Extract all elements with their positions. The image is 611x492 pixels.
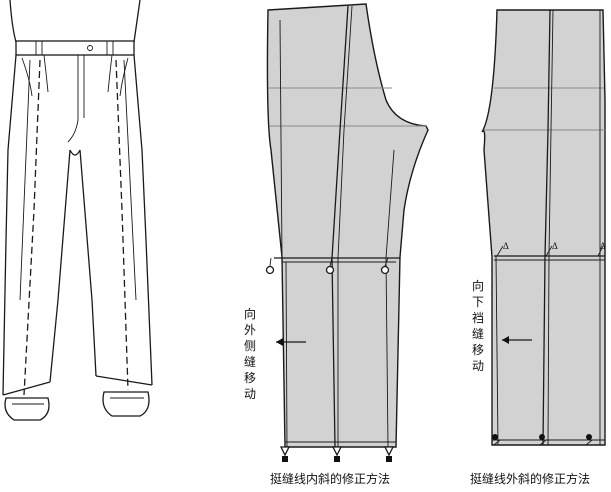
left-side-seam-detail: [19, 59, 31, 301]
knee-marker-left-icon: [265, 265, 275, 275]
inseam-guide: [385, 149, 395, 448]
knee-marker-right-stem: [384, 257, 389, 267]
hem-square-center-icon: [334, 456, 340, 462]
delta-tick-left: [496, 245, 504, 257]
crease-line-original: [331, 5, 349, 448]
crease-line-right: [542, 9, 551, 446]
pattern-front-panel: [265, 3, 429, 462]
front-panel-shape: [266, 3, 429, 448]
inseam-right-guide: [495, 255, 499, 446]
right-shoe: [102, 391, 150, 417]
right-side-seam-detail: [123, 59, 137, 301]
left-annotation-char: 外: [244, 323, 256, 337]
right-leg-outer: [133, 54, 153, 386]
right-annotation-char: 向: [472, 278, 484, 293]
delta-tick-center: [545, 245, 553, 257]
shift-arrow-left-head-icon: [276, 338, 283, 346]
waist-button-icon: [87, 45, 93, 51]
hem-tick-left: [493, 439, 501, 446]
left-leg-outer: [2, 54, 17, 396]
hem-dot-center-icon: [539, 434, 545, 440]
delta-label-left: Δ: [503, 241, 509, 251]
hem-dot-left-icon: [492, 434, 498, 440]
pattern-back-panel: Δ Δ Δ: [481, 9, 606, 446]
hem-marker-right-icon: [383, 446, 395, 457]
knee-marker-left-stem: [269, 257, 272, 267]
right-annotation-char: 移: [472, 343, 484, 357]
left-annotation-char: 向: [244, 306, 256, 321]
knee-marker-center-stem: [329, 257, 333, 267]
hem-marker-left-icon: [279, 446, 291, 457]
trousers-illustration: [2, 0, 153, 421]
crease-line-right-offset: [547, 9, 554, 446]
side-seam-lower: [285, 261, 288, 448]
shift-arrow-right-head-icon: [502, 336, 509, 344]
waistband: [15, 40, 135, 56]
right-hem: [95, 375, 153, 386]
hem-square-right-icon: [386, 456, 392, 462]
right-annotation-char: 裆: [472, 311, 484, 325]
left-crease-dashed: [23, 59, 41, 396]
pleat-left: [43, 54, 49, 93]
crease-line-offset: [337, 5, 353, 447]
right-arrow-annotation: 向 下 裆 缝 移 动: [472, 278, 484, 373]
knee-marker-center-icon: [325, 265, 335, 275]
left-arrow-annotation: 向 外 侧 缝 移 动: [244, 306, 256, 401]
fly-line: [67, 55, 79, 143]
hem-dot-right-icon: [586, 434, 592, 440]
right-annotation-char: 动: [472, 359, 484, 373]
caption-outward-crease: 挺缝线外斜的修正方法: [470, 471, 590, 486]
pleat-right: [107, 54, 113, 93]
delta-tick-right: [597, 245, 604, 257]
left-annotation-char: 动: [244, 387, 256, 401]
knee-marker-right-icon: [380, 265, 390, 275]
left-annotation-char: 侧: [244, 339, 256, 353]
back-panel-shape: [481, 9, 606, 446]
hem-tick-right: [585, 439, 593, 446]
pocket-left: [21, 57, 33, 97]
left-annotation-char: 移: [244, 371, 256, 385]
right-leg-inseam: [79, 149, 97, 377]
right-crease-dashed: [115, 59, 129, 391]
delta-label-right: Δ: [600, 241, 606, 251]
hem-square-left-icon: [282, 456, 288, 462]
hem-tick-center: [539, 439, 547, 446]
crotch-curve: [69, 149, 81, 156]
delta-label-center: Δ: [552, 241, 558, 251]
right-annotation-char: 缝: [472, 326, 484, 341]
left-annotation-char: 缝: [244, 354, 256, 369]
caption-inward-crease: 挺缝线内斜的修正方法: [270, 471, 390, 486]
pocket-right: [119, 57, 129, 97]
hem-marker-center-icon: [331, 446, 343, 457]
left-hem: [2, 381, 51, 396]
torso-right-line: [133, 0, 141, 43]
left-shoe: [4, 397, 50, 421]
torso-left-line: [9, 0, 17, 43]
left-leg-inseam: [49, 149, 71, 383]
right-annotation-char: 下: [472, 295, 484, 309]
side-seam-guide: [279, 19, 283, 258]
